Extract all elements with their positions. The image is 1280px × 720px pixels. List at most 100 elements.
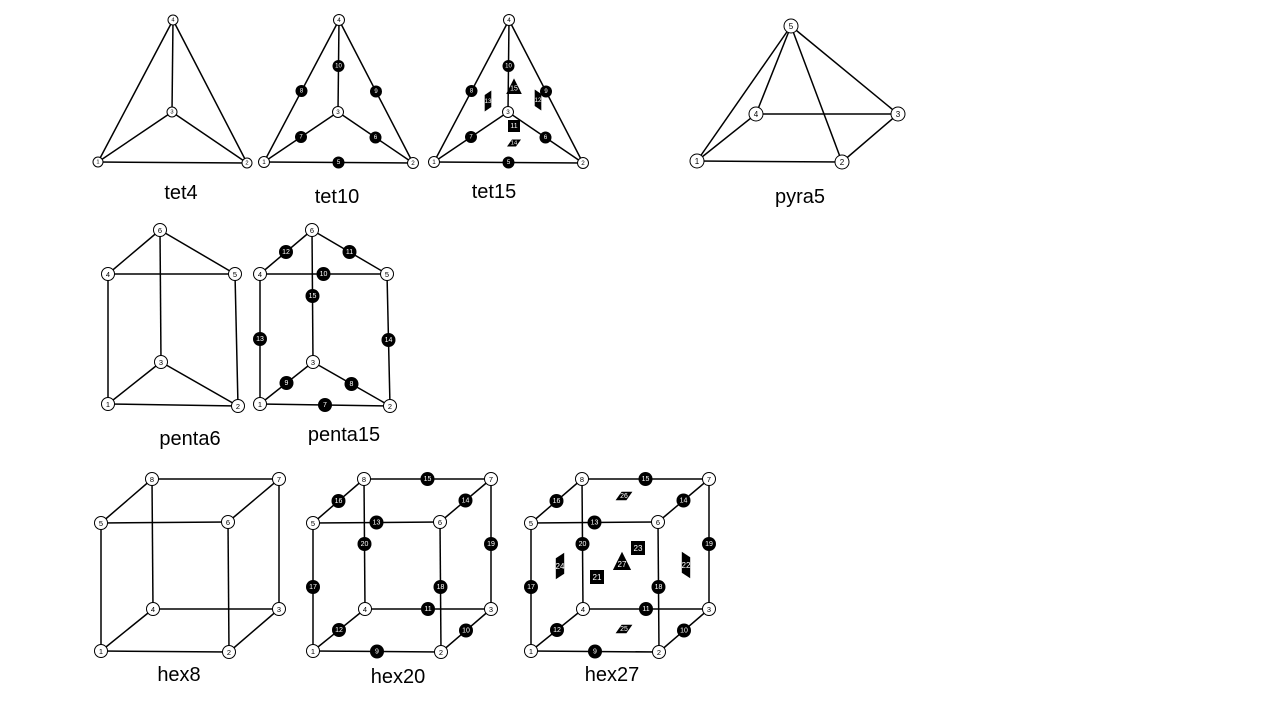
face-node-11: 11 (508, 120, 520, 132)
svg-text:4: 4 (106, 270, 110, 279)
corner-node-2: 2 (222, 645, 236, 659)
face-node-27: 27 (612, 551, 632, 570)
face-node-12: 12 (534, 89, 542, 111)
edge (100, 478, 153, 524)
face-node-22: 22 (682, 551, 691, 579)
corner-node-2: 2 (241, 157, 253, 169)
midside-node-10: 10 (332, 60, 345, 72)
midside-node-14: 14 (458, 493, 473, 508)
corner-node-6: 6 (221, 515, 235, 529)
corner-node-2: 2 (652, 645, 666, 659)
corner-node-2: 2 (434, 645, 448, 659)
corner-node-2: 2 (407, 157, 419, 169)
svg-text:6: 6 (226, 518, 230, 527)
midside-node-12: 12 (332, 623, 346, 637)
face-node-24: 24 (556, 552, 565, 580)
corner-node-1: 1 (524, 644, 538, 658)
svg-text:1: 1 (529, 647, 533, 656)
corner-node-6: 6 (305, 223, 319, 237)
svg-text:6: 6 (438, 518, 442, 527)
svg-text:20: 20 (361, 541, 369, 548)
svg-text:1: 1 (96, 160, 99, 166)
svg-text:14: 14 (462, 498, 470, 505)
midside-node-12: 12 (279, 245, 293, 259)
edge (234, 273, 239, 407)
midside-node-6: 6 (539, 131, 552, 144)
corner-node-3: 3 (332, 106, 344, 118)
face-node-13: 13 (484, 90, 492, 112)
face-node-23: 23 (631, 541, 645, 555)
corner-node-3: 3 (702, 602, 716, 616)
corner-node-4: 4 (101, 267, 115, 281)
svg-text:3: 3 (159, 358, 163, 367)
corner-node-3: 3 (890, 106, 906, 122)
face-node-21: 21 (590, 570, 604, 584)
svg-text:16: 16 (335, 498, 343, 505)
corner-node-2: 2 (231, 399, 245, 413)
element-label-hex8: hex8 (157, 664, 200, 686)
svg-text:19: 19 (705, 541, 713, 548)
midside-node-18: 18 (651, 580, 666, 594)
element-label-pyra5: pyra5 (775, 186, 825, 208)
midside-node-6: 6 (369, 131, 382, 144)
corner-node-3: 3 (272, 602, 286, 616)
corner-node-2: 2 (383, 399, 397, 413)
edge (755, 25, 792, 115)
svg-text:22: 22 (682, 561, 691, 570)
midside-node-9: 9 (370, 85, 382, 98)
svg-text:9: 9 (285, 380, 289, 387)
edge (159, 229, 236, 275)
svg-text:25: 25 (620, 626, 628, 633)
midside-node-18: 18 (433, 580, 448, 594)
corner-node-1: 1 (92, 156, 104, 168)
corner-node-1: 1 (428, 156, 440, 168)
corner-node-4: 4 (748, 106, 764, 122)
edge (97, 111, 173, 163)
svg-text:24: 24 (556, 562, 565, 571)
svg-text:15: 15 (309, 293, 317, 300)
midside-node-14: 14 (381, 333, 396, 347)
edge (790, 25, 843, 163)
svg-text:3: 3 (277, 605, 281, 614)
midside-node-17: 17 (524, 580, 538, 594)
corner-node-3: 3 (154, 355, 168, 369)
svg-text:23: 23 (634, 544, 643, 553)
midside-node-9: 9 (540, 85, 552, 98)
svg-text:3: 3 (170, 110, 173, 116)
corner-node-1: 1 (94, 644, 108, 658)
svg-text:11: 11 (510, 123, 517, 130)
edge (696, 160, 843, 163)
midside-node-8: 8 (344, 377, 359, 391)
svg-text:8: 8 (300, 89, 304, 95)
svg-text:2: 2 (581, 160, 585, 167)
corner-node-6: 6 (651, 515, 665, 529)
corner-node-3: 3 (306, 355, 320, 369)
edge (159, 229, 162, 363)
svg-text:3: 3 (896, 110, 901, 119)
svg-text:2: 2 (388, 402, 392, 411)
svg-text:3: 3 (506, 109, 510, 116)
midside-node-9: 9 (588, 644, 602, 659)
svg-text:2: 2 (439, 648, 443, 657)
svg-text:10: 10 (505, 64, 512, 70)
midside-node-11: 11 (421, 602, 435, 616)
edge (696, 25, 792, 162)
svg-text:4: 4 (337, 17, 341, 24)
svg-text:7: 7 (489, 475, 493, 484)
svg-text:10: 10 (680, 628, 688, 635)
svg-text:7: 7 (469, 135, 473, 141)
midside-node-9: 9 (279, 376, 294, 390)
svg-text:5: 5 (311, 519, 315, 528)
svg-text:13: 13 (373, 520, 381, 527)
midside-node-13: 13 (253, 332, 267, 346)
svg-text:14: 14 (511, 141, 518, 147)
edge (107, 229, 161, 275)
svg-text:10: 10 (462, 628, 470, 635)
edge (227, 478, 280, 523)
edge (97, 19, 174, 163)
svg-text:7: 7 (277, 475, 281, 484)
corner-node-2: 2 (834, 154, 850, 170)
